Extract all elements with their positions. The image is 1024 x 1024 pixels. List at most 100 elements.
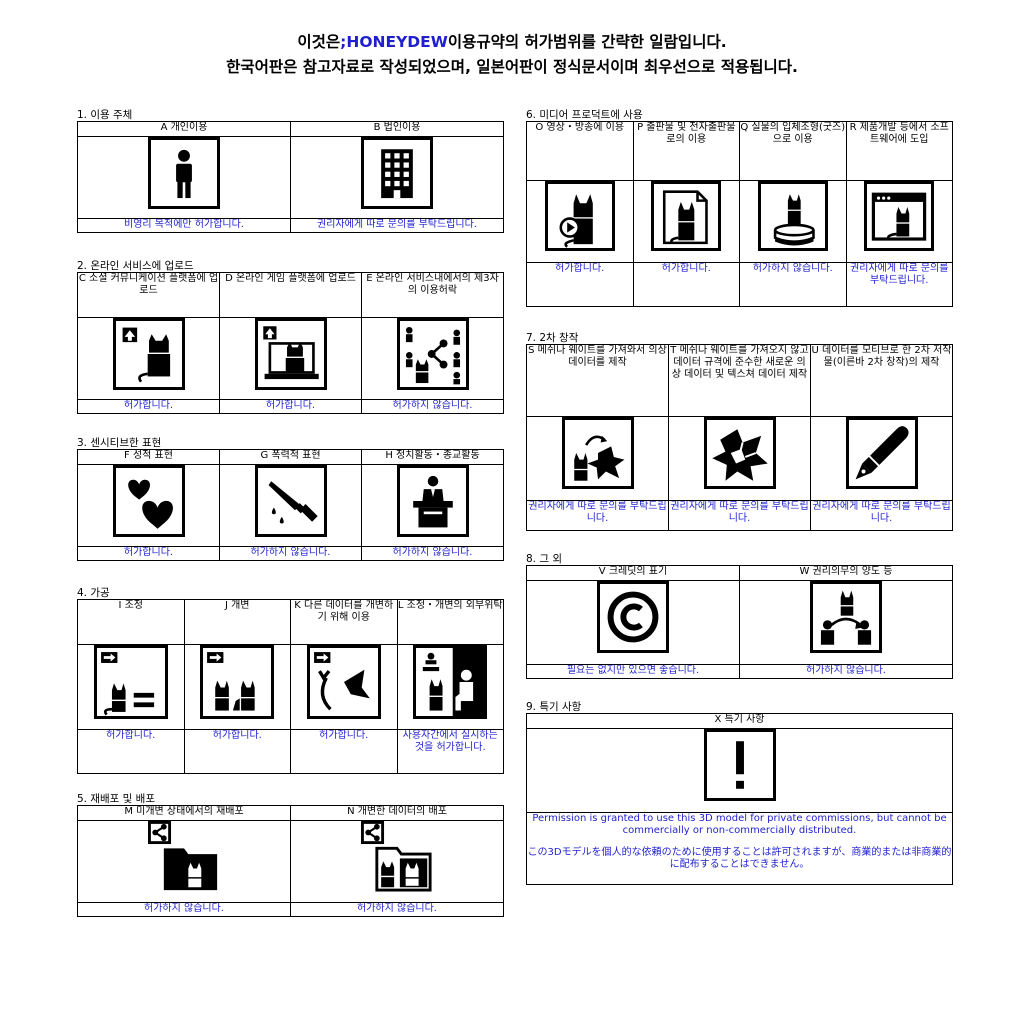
section-table: X 특기 사항 Permission is granted to use thi…: [526, 713, 953, 885]
video-icon: [544, 181, 615, 251]
item-l-icon-cell: [396, 644, 504, 730]
section-title: 9. 특기 사항: [526, 701, 582, 713]
item-m-status: 허가하지 않습니다.: [77, 902, 291, 917]
pen-icon: [845, 417, 918, 489]
item-q-icon-cell: [739, 180, 847, 263]
special-notes-japanese: この3Dモデルを個人的な依頼のために使用することは許可されますが、商業的または非…: [527, 847, 952, 870]
knife-icon: [254, 465, 327, 537]
item-v-status: 필요는 없지만 있으면 좋습니다.: [526, 664, 740, 679]
header-line-2: 한국어판은 참고자료로 작성되었으며, 일본어판이 정식문서이며 최우선으로 적…: [226, 58, 798, 76]
section-others: 8. 그 외 V 크레딧의 표기 W 권리의무의 양도 등 필요는 없지만 있으…: [526, 553, 953, 679]
parts-icon: [306, 645, 381, 719]
item-w-status: 허가하지 않습니다.: [739, 664, 953, 679]
section-title: 2. 온라인 서비스에 업로드: [77, 260, 194, 272]
item-j-status: 허가합니다.: [183, 729, 291, 774]
item-a-status: 비영리 목적에만 허가합니다.: [77, 218, 291, 233]
share-modified-icon: [361, 821, 433, 893]
item-a-icon-cell: [77, 136, 291, 219]
section-title: 5. 재배포 및 배포: [77, 793, 155, 805]
item-e-status: 허가하지 않습니다.: [361, 399, 504, 414]
share-users-icon: [396, 318, 469, 390]
item-v-label: V 크레딧의 표기: [526, 565, 740, 581]
section-title: 7. 2차 창작: [526, 332, 579, 344]
section-table: V 크레딧의 표기 W 권리의무의 양도 등 필요는 없지만 있으면 좋습니다.…: [526, 565, 953, 679]
section-usage-subject: 1. 이용 주체 A 개인이용 B 법인이용 비영리 목적에만 허가합니다. 권…: [77, 109, 504, 233]
section-table: S 메쉬나 웨이트를 가져와서 의상 데이터를 제작 T 메쉬나 웨이트를 가져…: [526, 344, 953, 531]
item-t-label: T 메쉬나 웨이트를 가져오지 않고 데이터 규격에 준수한 새로운 의상 데이…: [668, 344, 811, 417]
exclamation-icon: [703, 729, 776, 801]
item-i-label: I 조정: [77, 599, 185, 645]
section-title: 6. 미디어 프로덕트에 사용: [526, 109, 643, 121]
item-m-icon-cell: [77, 820, 291, 903]
modify-icon: [200, 645, 275, 719]
publication-icon: [651, 181, 722, 251]
item-k-icon-cell: [290, 644, 398, 730]
item-s-status: 권리자에게 따로 문의를 부탁드립니다.: [526, 500, 669, 531]
section-online-upload: 2. 온라인 서비스에 업로드 C 소셜 커뮤니케이션 플랫폼에 업로드 D 온…: [77, 260, 504, 414]
item-f-icon-cell: [77, 464, 220, 547]
item-u-icon-cell: [810, 416, 953, 501]
item-m-label: M 미개변 상태에서의 재배포: [77, 805, 291, 821]
item-r-label: R 제품개발 등에서 소프트웨어에 도입: [845, 121, 953, 181]
section-sensitive-expression: 3. 센시티브한 표현 F 성적 표현 G 폭력적 표현 H 정치활동・종교활동: [77, 437, 504, 561]
item-r-icon-cell: [845, 180, 953, 263]
item-r-status: 권리자에게 따로 문의를 부탁드립니다.: [845, 262, 953, 307]
item-l-status: 사용자간에서 실시하는 것을 허가합니다.: [396, 729, 504, 774]
item-k-status: 허가합니다.: [290, 729, 398, 774]
item-e-icon-cell: [361, 317, 504, 400]
header-line-1: 이것은;HONEYDEW이용규약의 허가범위를 간략한 일람입니다.: [297, 33, 727, 51]
item-b-icon-cell: [290, 136, 504, 219]
software-icon: [864, 181, 935, 251]
item-q-label: Q 실물의 입체조형(굿즈)으로 이용: [739, 121, 847, 181]
item-x-icon-cell: [526, 728, 953, 813]
figure-icon: [757, 181, 828, 251]
person-icon: [148, 137, 220, 209]
upload-avatar-icon: [112, 318, 185, 390]
item-t-icon-cell: [668, 416, 811, 501]
section-media-product: 6. 미디어 프로덕트에 사용 O 영상・방송에 이용 P 출판물 및 전자출판…: [526, 109, 953, 307]
item-g-icon-cell: [219, 464, 362, 547]
section-title: 4. 가공: [77, 587, 110, 599]
adjust-icon: [93, 645, 168, 719]
item-i-icon-cell: [77, 644, 185, 730]
section-table: O 영상・방송에 이용 P 출판물 및 전자출판물로의 이용 Q 실물의 입체조…: [526, 121, 953, 307]
item-t-status: 권리자에게 따로 문의를 부탁드립니다.: [668, 500, 811, 531]
section-table: A 개인이용 B 법인이용 비영리 목적에만 허가합니다. 권리자에게 따로 문…: [77, 121, 504, 233]
item-j-label: J 개변: [183, 599, 291, 645]
upload-game-icon: [254, 318, 327, 390]
item-o-label: O 영상・방송에 이용: [526, 121, 634, 181]
item-f-label: F 성적 표현: [77, 449, 220, 465]
item-u-status: 권리자에게 따로 문의를 부탁드립니다.: [810, 500, 953, 531]
section-table: M 미개변 상태에서의 재배포 N 개변한 데이터의 배포 허가하지 않습니다.…: [77, 805, 504, 917]
section-table: C 소셜 커뮤니케이션 플랫폼에 업로드 D 온라인 게임 플랫폼에 업로드 E…: [77, 272, 504, 414]
item-x-label: X 특기 사항: [526, 713, 953, 729]
section-title: 3. 센시티브한 표현: [77, 437, 162, 449]
item-p-label: P 출판물 및 전자출판물로의 이용: [632, 121, 740, 181]
item-c-status: 허가합니다.: [77, 399, 220, 414]
item-s-icon-cell: [526, 416, 669, 501]
item-d-status: 허가합니다.: [219, 399, 362, 414]
item-w-label: W 권리의무의 양도 등: [739, 565, 953, 581]
item-j-icon-cell: [183, 644, 291, 730]
item-s-label: S 메쉬나 웨이트를 가져와서 의상 데이터를 제작: [526, 344, 669, 417]
cloth-icon: [703, 417, 776, 489]
section-special-notes: 9. 특기 사항 X 특기 사항 Permission is granted t…: [526, 701, 953, 885]
mesh-cloth-icon: [561, 417, 634, 489]
item-c-label: C 소셜 커뮤니케이션 플랫폼에 업로드: [77, 272, 220, 318]
copyright-icon: [597, 581, 669, 653]
section-secondary-creation: 7. 2차 창작 S 메쉬나 웨이트를 가져와서 의상 데이터를 제작 T 메쉬…: [526, 332, 953, 531]
brand-name: ;HONEYDEW: [340, 33, 448, 51]
section-processing: 4. 가공 I 조정 J 개변 K 다른 데이터를 개변하기 위해 이용 L 조…: [77, 587, 504, 774]
section-title: 1. 이용 주체: [77, 109, 133, 121]
section-table: I 조정 J 개변 K 다른 데이터를 개변하기 위해 이용 L 조정・개변의 …: [77, 599, 504, 774]
item-f-status: 허가합니다.: [77, 546, 220, 561]
document-header: 이것은;HONEYDEW이용규약의 허가범위를 간략한 일람입니다. 한국어판은…: [0, 30, 1024, 80]
item-p-status: 허가합니다.: [632, 262, 740, 307]
item-h-status: 허가하지 않습니다.: [361, 546, 504, 561]
item-n-label: N 개변한 데이터의 배포: [290, 805, 504, 821]
item-q-status: 허가하지 않습니다.: [739, 262, 847, 307]
item-l-label: L 조정・개변의 외부위탁: [396, 599, 504, 645]
item-o-status: 허가합니다.: [526, 262, 634, 307]
item-h-icon-cell: [361, 464, 504, 547]
item-h-label: H 정치활동・종교활동: [361, 449, 504, 465]
